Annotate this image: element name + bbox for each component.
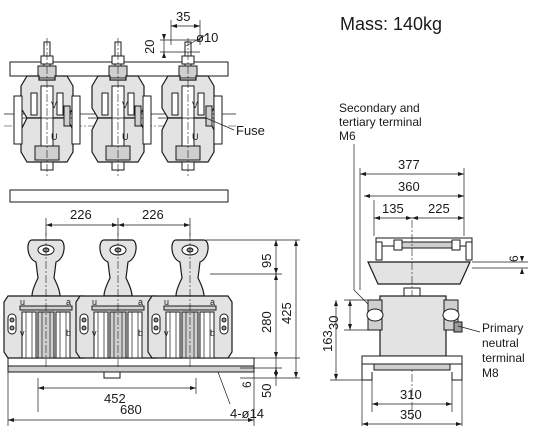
primary-label-3: terminal xyxy=(482,351,525,365)
primary-label-4: M8 xyxy=(482,366,499,380)
dim-6-side: 6 xyxy=(507,255,521,262)
bottom-rail xyxy=(9,189,229,203)
dim-95: 95 xyxy=(259,254,274,268)
pitch-226-2: 226 xyxy=(142,207,164,222)
front-a-1: a xyxy=(66,297,71,307)
top-view: V V V U U U 35 20 ø10 Fuse xyxy=(4,9,265,203)
front-u-1: u xyxy=(20,297,25,307)
top-terminal-v-3: V xyxy=(192,100,198,110)
primary-label-2: neutral xyxy=(482,336,519,350)
holes-4-14: 4-ø14 xyxy=(230,406,264,421)
secondary-label-3: M6 xyxy=(339,129,356,143)
dim-680: 680 xyxy=(120,402,142,417)
top-terminal-u-3: U xyxy=(192,132,199,142)
front-a-3: a xyxy=(210,297,215,307)
dim-hole-10: ø10 xyxy=(196,30,218,45)
top-terminal-u-1: U xyxy=(51,132,58,142)
primary-label-1: Primary xyxy=(482,321,523,335)
dim-452: 452 xyxy=(104,391,126,406)
front-u-2: u xyxy=(92,297,97,307)
dim-20: 20 xyxy=(142,40,157,54)
dim-30: 30 xyxy=(326,316,341,330)
pitch-226-1: 226 xyxy=(70,207,92,222)
dim-350: 350 xyxy=(400,407,422,422)
front-view: u a v b u a v b u a v b 226 226 xyxy=(3,207,300,426)
front-b-3: b xyxy=(210,328,215,338)
dim-135: 135 xyxy=(382,201,404,216)
dim-425: 425 xyxy=(279,302,294,324)
dim-310: 310 xyxy=(400,387,422,402)
secondary-label-1: Secondary and xyxy=(339,101,420,115)
front-a-2: a xyxy=(138,297,143,307)
front-v-1: v xyxy=(20,328,25,338)
top-terminal-v-2: V xyxy=(122,100,128,110)
side-body xyxy=(379,295,447,357)
top-terminal-u-2: U xyxy=(122,132,129,142)
front-b-1: b xyxy=(66,328,71,338)
fuse-label: Fuse xyxy=(236,123,265,138)
dim-360: 360 xyxy=(398,179,420,194)
front-b-2: b xyxy=(138,328,143,338)
dim-50: 50 xyxy=(259,384,274,398)
front-v-2: v xyxy=(92,328,97,338)
dim-6: 6 xyxy=(240,381,254,388)
dim-163: 163 xyxy=(320,330,335,352)
front-v-3: v xyxy=(164,328,169,338)
side-view: Mass: 140kg Secondary and tertiary termi… xyxy=(320,14,528,426)
dim-225: 225 xyxy=(428,201,450,216)
dim-280: 280 xyxy=(259,311,274,333)
top-terminal-v-1: V xyxy=(51,100,57,110)
dim-35: 35 xyxy=(176,9,190,24)
mass-label: Mass: 140kg xyxy=(340,14,442,34)
front-u-3: u xyxy=(164,297,169,307)
secondary-label-2: tertiary terminal xyxy=(339,115,422,129)
dim-377: 377 xyxy=(398,157,420,172)
